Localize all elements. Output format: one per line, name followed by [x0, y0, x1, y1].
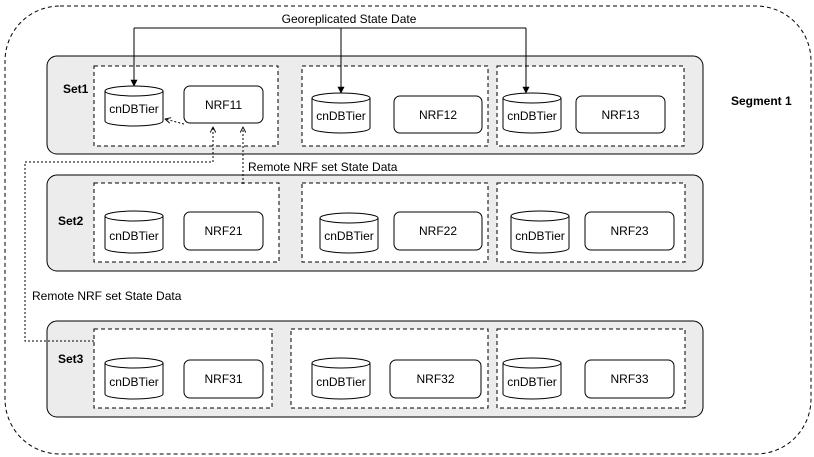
db-label: cnDBTier: [109, 102, 159, 116]
geo-label-bg: [278, 12, 421, 26]
db-cylinder[interactable]: cnDBTier: [311, 357, 371, 400]
db-cylinder[interactable]: cnDBTier: [104, 85, 164, 127]
set-label: Set1: [63, 82, 89, 96]
remote-label-set2: Remote NRF set State Data: [248, 160, 398, 174]
nrf-label: NRF12: [419, 108, 457, 122]
db-label: cnDBTier: [316, 375, 366, 389]
nrf-label: NRF33: [610, 372, 648, 386]
db-label: cnDBTier: [316, 109, 366, 123]
nrf-node[interactable]: [393, 95, 483, 134]
db-label: cnDBTier: [109, 375, 159, 389]
set-2: Set2 cnDBTier NRF21 cnDBTier NRF22 cnDBT…: [46, 174, 704, 272]
segment-boundary: [4, 5, 812, 455]
db-cylinder[interactable]: cnDBTier: [104, 210, 164, 254]
nrf-node[interactable]: [183, 211, 264, 251]
nrf-node[interactable]: [575, 95, 666, 134]
nrf-node[interactable]: [183, 85, 264, 124]
nrf-label: NRF22: [419, 224, 457, 238]
set-label: Set2: [58, 214, 84, 228]
nrf-to-db-arrow: [165, 119, 185, 125]
set-label: Set3: [58, 352, 84, 366]
nrf-label: NRF31: [204, 372, 242, 386]
georeplication-connector: [130, 27, 530, 94]
nrf-node[interactable]: [183, 359, 264, 399]
nrf-node[interactable]: [584, 211, 675, 251]
db-label: cnDBTier: [515, 229, 565, 243]
geo-label: Georeplicated State Date: [282, 12, 417, 26]
remote-set3-connector: [24, 127, 213, 342]
set-3: Set3 cnDBTier NRF31 cnDBTier NRF32 cnDBT…: [46, 320, 704, 418]
db-cylinder[interactable]: cnDBTier: [502, 357, 562, 400]
nrf-node[interactable]: [389, 359, 482, 399]
segment-label: Segment 1: [731, 94, 792, 108]
remote-label-set3: Remote NRF set State Data: [32, 289, 182, 303]
nrf-label: NRF21: [204, 224, 242, 238]
db-label: cnDBTier: [109, 229, 159, 243]
nrf-label: NRF11: [205, 98, 242, 112]
nrf-label: NRF13: [601, 108, 639, 122]
db-cylinder[interactable]: cnDBTier: [510, 210, 570, 254]
db-cylinder[interactable]: cnDBTier: [319, 212, 379, 254]
nrf-node[interactable]: [584, 359, 675, 399]
db-label: cnDBTier: [507, 375, 557, 389]
db-label: cnDBTier: [324, 229, 374, 243]
db-cylinder[interactable]: cnDBTier: [104, 357, 164, 400]
db-label: cnDBTier: [507, 109, 557, 123]
nrf-label: NRF32: [416, 372, 454, 386]
nrf-node[interactable]: [393, 211, 483, 251]
set-1: Set1 cnDBTier NRF11 cnDBTier NRF12 cnDBT…: [46, 55, 704, 155]
db-cylinder[interactable]: cnDBTier: [311, 92, 371, 134]
db-cylinder[interactable]: cnDBTier: [502, 92, 562, 134]
nrf-label: NRF23: [610, 224, 648, 238]
